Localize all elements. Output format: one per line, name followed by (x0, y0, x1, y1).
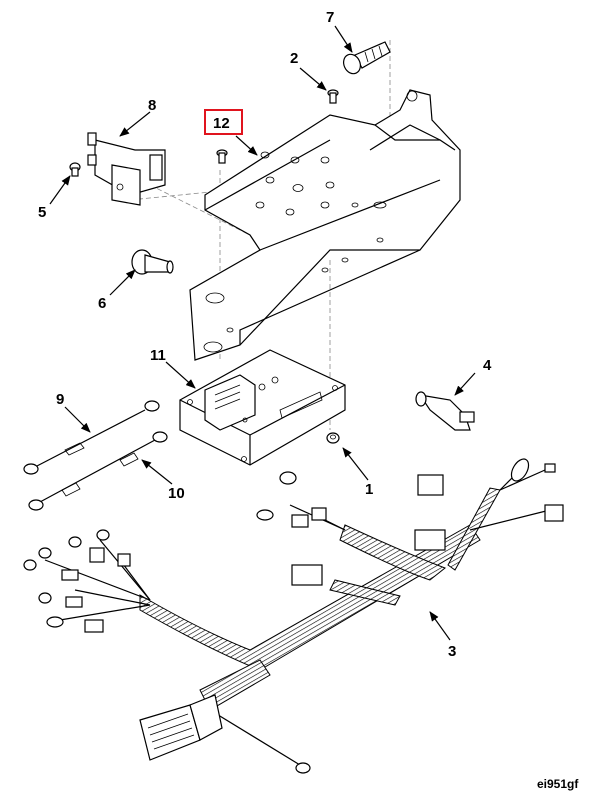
relay-part-8 (87, 132, 166, 206)
callout-4: 4 (483, 357, 492, 374)
bolt-part-7 (343, 41, 391, 75)
callout-7: 7 (326, 9, 334, 26)
figure-id: ei951gf (537, 777, 579, 791)
callout-5: 5 (38, 204, 46, 221)
callout-1: 1 (365, 481, 373, 498)
screw-part-2 (327, 89, 339, 104)
mounting-bracket (189, 89, 461, 361)
control-module-part-11 (179, 349, 346, 466)
screw-part-12 (216, 149, 228, 164)
callout-12: 12 (213, 115, 230, 132)
wiring-harness-part-3 (23, 458, 564, 774)
bolt-part-6 (131, 249, 174, 275)
callout-10: 10 (168, 485, 185, 502)
cable-part-9 (23, 400, 160, 475)
sensor-part-4 (415, 391, 475, 431)
callout-11: 11 (150, 347, 166, 364)
nut-part-1 (326, 432, 340, 444)
leader-lines (49, 25, 476, 641)
callout-9: 9 (56, 391, 64, 408)
highlight-box (204, 109, 243, 135)
callout-8: 8 (148, 97, 156, 114)
callout-2: 2 (290, 50, 298, 67)
callout-6: 6 (98, 295, 106, 312)
cable-part-10 (28, 431, 168, 511)
callout-3: 3 (448, 643, 456, 660)
screw-part-5 (69, 162, 81, 177)
